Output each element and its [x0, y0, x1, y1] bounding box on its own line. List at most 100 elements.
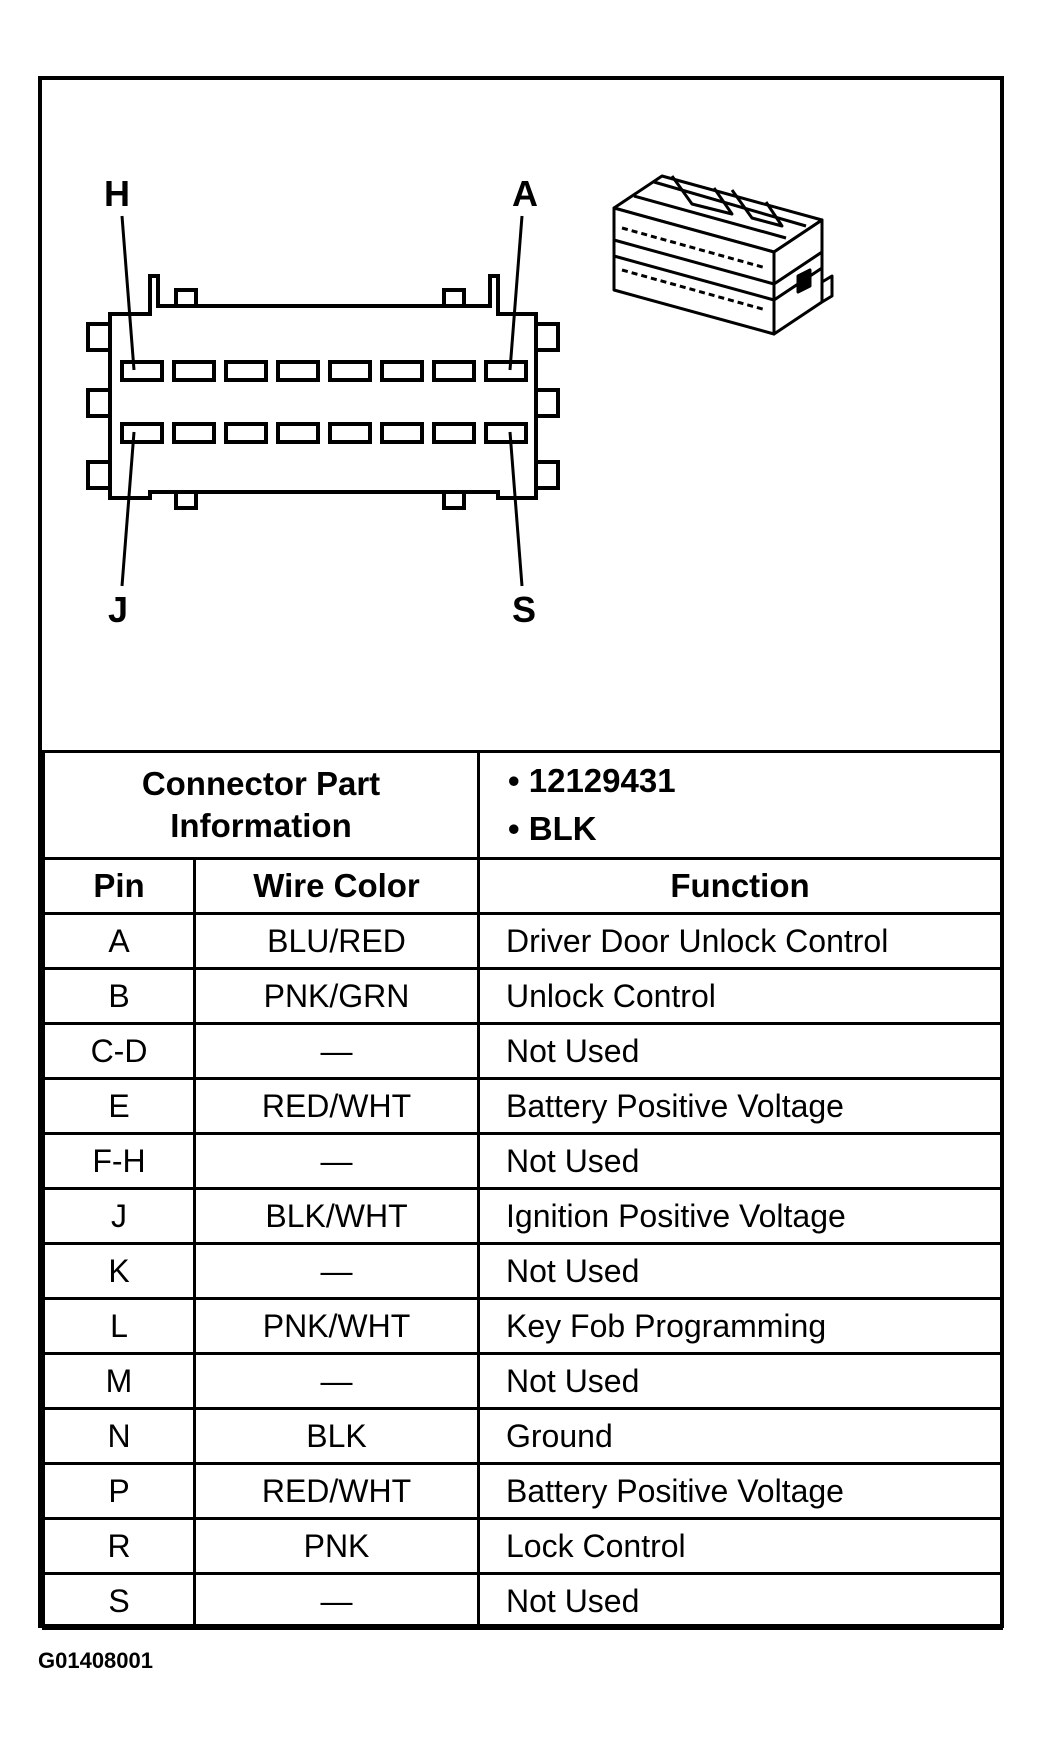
connector-tab	[174, 288, 198, 308]
connector-part-info-row: Connector Part Information 12129431 BLK	[42, 750, 1003, 860]
function-cell: Lock Control	[477, 1517, 1003, 1575]
wire-color-cell: RED/WHT	[193, 1077, 480, 1135]
pin-cell: K	[42, 1242, 196, 1300]
table-row: C-D—Not Used	[42, 1022, 1003, 1080]
connector-tab	[442, 288, 466, 308]
wire-color-cell: —	[193, 1022, 480, 1080]
pin-cavity	[120, 422, 164, 444]
pin-label-s: S	[512, 589, 537, 630]
pin-cavity	[380, 360, 424, 382]
pin-label-j: J	[108, 589, 129, 630]
connector-part-info-values: 12129431 BLK	[477, 750, 1003, 860]
function-cell: Unlock Control	[477, 967, 1003, 1025]
pin-cell: J	[42, 1187, 196, 1245]
connector-diagram: H A J S	[42, 80, 1000, 750]
pin-label-h: H	[104, 173, 130, 214]
table-row: M—Not Used	[42, 1352, 1003, 1410]
connector-part-info-label: Connector Part Information	[42, 750, 480, 860]
connector-latch	[86, 388, 112, 418]
connector-outline	[108, 274, 538, 500]
pin-cell: M	[42, 1352, 196, 1410]
table-header-row: Pin Wire Color Function	[42, 857, 1003, 915]
function-cell: Not Used	[477, 1352, 1003, 1410]
wire-color-cell: PNK/GRN	[193, 967, 480, 1025]
pin-cell: R	[42, 1517, 196, 1575]
wire-color-cell: —	[193, 1242, 480, 1300]
connector-info-table: Connector Part Information 12129431 BLK …	[42, 750, 1003, 1630]
pinout-table: Connector Part Information 12129431 BLK …	[42, 750, 1003, 1630]
function-cell: Driver Door Unlock Control	[477, 912, 1003, 970]
pin-cell: A	[42, 912, 196, 970]
connector-latch	[86, 460, 112, 490]
pin-cell: C-D	[42, 1022, 196, 1080]
wire-color-cell: BLK/WHT	[193, 1187, 480, 1245]
leader-line-s	[508, 431, 524, 587]
wire-color-cell: BLU/RED	[193, 912, 480, 970]
connector-tab	[174, 490, 198, 510]
function-cell: Not Used	[477, 1132, 1003, 1190]
pin-cavity	[172, 360, 216, 382]
connector-latch	[86, 322, 112, 352]
pin-cell: L	[42, 1297, 196, 1355]
table-row: F-H—Not Used	[42, 1132, 1003, 1190]
function-cell: Not Used	[477, 1242, 1003, 1300]
wire-color-cell: PNK	[193, 1517, 480, 1575]
pin-cell: B	[42, 967, 196, 1025]
pin-cell: P	[42, 1462, 196, 1520]
wire-color-cell: RED/WHT	[193, 1462, 480, 1520]
pin-cavity	[172, 422, 216, 444]
pin-label-a: A	[512, 173, 538, 214]
pin-cavity	[328, 422, 372, 444]
wire-color-cell: —	[193, 1572, 480, 1630]
wire-color-cell: —	[193, 1132, 480, 1190]
leader-line-h	[120, 215, 136, 371]
header-wire-color: Wire Color	[193, 857, 480, 915]
pin-cavity	[432, 422, 476, 444]
pin-cavity	[276, 360, 320, 382]
wire-color-cell: —	[193, 1352, 480, 1410]
function-cell: Not Used	[477, 1022, 1003, 1080]
function-cell: Not Used	[477, 1572, 1003, 1630]
table-row: K—Not Used	[42, 1242, 1003, 1300]
wire-color-cell: PNK/WHT	[193, 1297, 480, 1355]
header-function: Function	[477, 857, 1003, 915]
table-row: S—Not Used	[42, 1572, 1003, 1630]
pin-cavity	[224, 422, 268, 444]
connector-latch	[534, 460, 560, 490]
connector-face-drawing	[86, 174, 834, 587]
connector-tab	[442, 490, 466, 510]
pin-cavity	[276, 422, 320, 444]
function-cell: Ground	[477, 1407, 1003, 1465]
pin-cell: E	[42, 1077, 196, 1135]
pin-cavity	[120, 360, 164, 382]
pin-cavity	[380, 422, 424, 444]
diagram-frame: H A J S Connector Part Information 12129…	[38, 76, 1004, 1630]
connector-latch	[534, 388, 560, 418]
leader-line-j	[120, 431, 136, 587]
pin-cavity	[432, 360, 476, 382]
figure-id: G01408001	[38, 1648, 153, 1673]
pin-cavity	[328, 360, 372, 382]
pin-cavity	[484, 360, 528, 382]
header-pin: Pin	[42, 857, 196, 915]
connector-isometric-illustration	[612, 174, 834, 336]
connector-color: BLK	[508, 805, 1000, 853]
function-cell: Ignition Positive Voltage	[477, 1187, 1003, 1245]
pin-cavity	[484, 422, 528, 444]
function-cell: Battery Positive Voltage	[477, 1462, 1003, 1520]
wire-color-cell: BLK	[193, 1407, 480, 1465]
part-number: 12129431	[508, 757, 1000, 805]
pin-cavity	[224, 360, 268, 382]
function-cell: Battery Positive Voltage	[477, 1077, 1003, 1135]
cavity-grid	[120, 360, 528, 444]
leader-line-a	[508, 215, 524, 371]
pin-cell: F-H	[42, 1132, 196, 1190]
